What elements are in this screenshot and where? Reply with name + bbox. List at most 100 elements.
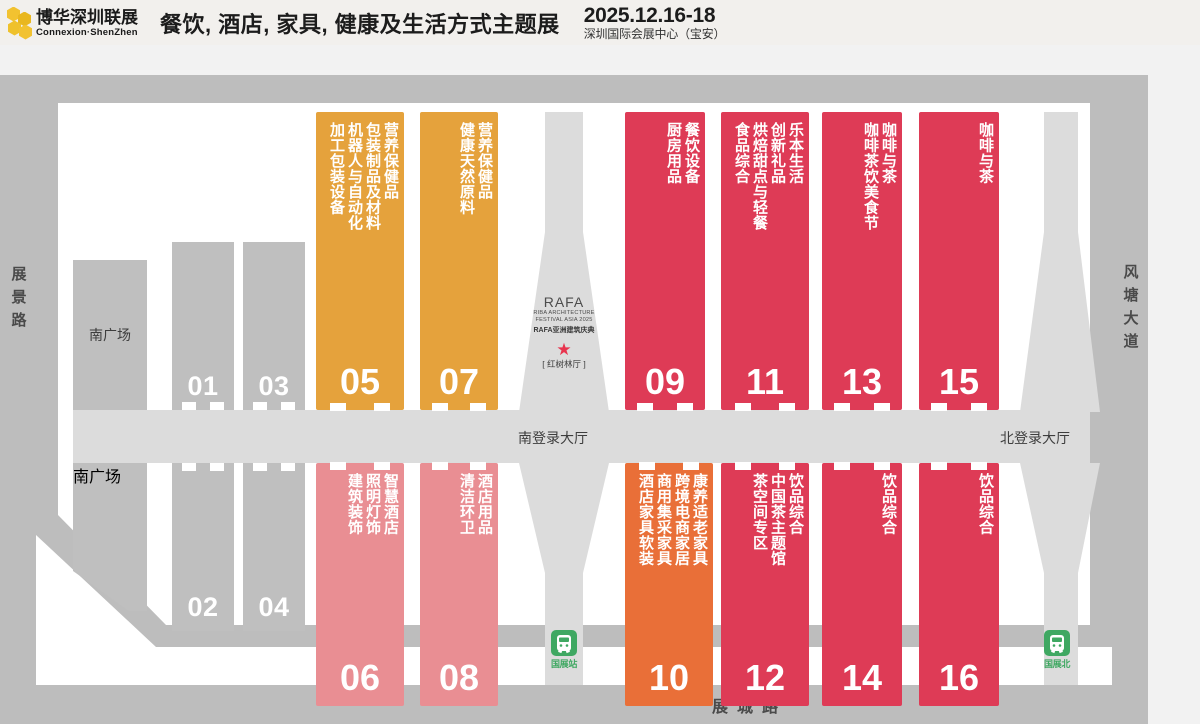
grey-hall-01[interactable]: 01 [172, 242, 234, 411]
road-right-label: 风塘大道 [1121, 264, 1139, 356]
hall-05-tags: 营养保健品 包装制品及材料 机器人与自动化 加工包装设备 [316, 122, 404, 350]
hall-05[interactable]: 营养保健品 包装制品及材料 机器人与自动化 加工包装设备 05 [316, 112, 404, 411]
event-info: 2025.12.16-18 深圳国际会展中心（宝安） [583, 3, 726, 41]
hall-05-tag-3: 加工包装设备 [328, 122, 345, 215]
hall-09[interactable]: 餐饮设备 厨房用品 09 [625, 112, 705, 411]
hall-14-tag-0: 饮品综合 [880, 473, 897, 535]
brand-logo[interactable]: 博华深圳联展 Connexion·ShenZhen [0, 6, 138, 40]
rafa-subtitle-line2: FESTIVAL ASIA 2025 [535, 317, 593, 323]
hall-09-tags: 餐饮设备 厨房用品 [625, 122, 705, 350]
metro-station-guozhan-label: 国展站 [550, 659, 578, 669]
hall-16-tags: 饮品综合 [919, 473, 999, 646]
plaza-south-upper-label: 南广场 [89, 327, 131, 343]
hall-13[interactable]: 咖啡与茶 咖啡茶饮美食节 13 [822, 112, 902, 411]
logo-english-name: Connexion·ShenZhen [36, 26, 138, 38]
hall-08-tags: 酒店用品 清洁环卫 [420, 473, 498, 646]
rafa-festival-marker[interactable]: RAFA RIBA ARCHITECTURE FESTIVAL ASIA 202… [519, 295, 609, 370]
event-date: 2025.12.16-18 [583, 3, 716, 27]
hall-12-number: 12 [744, 657, 786, 698]
grey-hall-03-number: 03 [258, 371, 290, 401]
hall-13-number: 13 [841, 361, 883, 402]
hall-07-tag-1: 健康天然原料 [458, 122, 475, 215]
north-lobby-label: 北登录大厅 [1000, 430, 1070, 446]
hall-11-number: 11 [745, 361, 785, 402]
road-right [1112, 75, 1148, 724]
hall-15[interactable]: 咖啡与茶 15 [919, 112, 999, 411]
hall-11-tag-3: 食品综合 [733, 122, 750, 184]
outer-margin-left [0, 45, 1200, 75]
hall-12-tags: 饮品综合 中国茶主题馆 茶空间专区 [721, 473, 809, 646]
road-bottom [0, 685, 1200, 724]
site-frame-right [1090, 85, 1112, 647]
hall-14-number: 14 [841, 657, 883, 698]
hall-09-tag-1: 厨房用品 [665, 122, 682, 184]
hall-07-number: 07 [438, 361, 480, 402]
metro-station-guozhanbei-label: 国展北 [1043, 659, 1071, 669]
hall-15-tags: 咖啡与茶 [919, 122, 999, 350]
hall-11-tag-2: 烘焙甜点与轻餐 [751, 122, 768, 231]
grey-hall-04[interactable]: 04 [243, 462, 305, 631]
hall-10-tag-1: 跨境电商家居 [673, 473, 690, 566]
hall-05-number: 05 [339, 361, 381, 402]
plaza-south-lower-label: 南广场 [73, 469, 122, 486]
event-venue: 深圳国际会展中心（宝安） [583, 26, 726, 41]
hall-05-tag-2: 机器人与自动化 [346, 122, 363, 231]
hall-06-tag-0: 智慧酒店 [382, 473, 399, 535]
hall-06-tag-1: 照明灯饰 [364, 473, 381, 535]
hall-12-tag-1: 中国茶主题馆 [769, 473, 786, 566]
floor-plan-map: 滨江大道 展城路 展景路 风塘大道 南广场 01 03 南广场 02 04 [0, 45, 1200, 724]
hall-07[interactable]: 营养保健品 健康天然原料 07 [420, 112, 498, 411]
hall-11-tag-1: 创新礼品 [769, 122, 786, 184]
hall-10[interactable]: 康养适老家具 跨境电商家居 商用集采家具 酒店家具软装 10 [625, 462, 713, 706]
train-icon [1044, 630, 1070, 656]
central-lobby-corridor [73, 410, 1090, 463]
hall-15-tag-0: 咖啡与茶 [977, 122, 994, 184]
page-title: 餐饮, 酒店, 家具, 健康及生活方式主题展 [160, 11, 560, 37]
site-frame-left [36, 85, 58, 525]
hall-06-tag-2: 建筑装饰 [346, 473, 363, 535]
hall-12-tag-0: 饮品综合 [787, 473, 804, 535]
hall-06-number: 06 [339, 657, 381, 698]
hall-07-tags: 营养保健品 健康天然原料 [420, 122, 498, 350]
grey-hall-01-number: 01 [187, 371, 219, 401]
star-icon: ★ [556, 340, 572, 359]
hall-15-number: 15 [938, 361, 980, 402]
page-header: 博华深圳联展 Connexion·ShenZhen 餐饮, 酒店, 家具, 健康… [0, 0, 1200, 45]
south-lobby-label: 南登录大厅 [518, 430, 588, 446]
plaza-south-upper: 南广场 [73, 260, 147, 410]
hall-14[interactable]: 饮品综合 14 [822, 462, 902, 706]
hall-11[interactable]: 乐本生活 创新礼品 烘焙甜点与轻餐 食品综合 11 [721, 112, 809, 411]
hall-16-tag-0: 饮品综合 [977, 473, 994, 535]
hall-10-tag-2: 商用集采家具 [655, 473, 672, 566]
grey-hall-02[interactable]: 02 [172, 462, 234, 631]
hall-08[interactable]: 酒店用品 清洁环卫 08 [420, 462, 498, 706]
train-icon [551, 630, 577, 656]
hall-14-tags: 饮品综合 [822, 473, 902, 646]
hall-13-tag-1: 咖啡茶饮美食节 [862, 122, 879, 231]
hall-11-tag-0: 乐本生活 [787, 122, 804, 184]
rafa-subtitle-line1: RIBA ARCHITECTURE [533, 310, 595, 316]
rafa-hall-name: [ 红树林厅 ] [542, 359, 586, 369]
metro-station-guozhan[interactable]: 国展站 [547, 630, 581, 670]
hall-10-tag-3: 酒店家具软装 [637, 473, 654, 566]
hall-09-tag-0: 餐饮设备 [683, 122, 700, 184]
hall-10-number: 10 [648, 657, 690, 698]
hall-05-tag-1: 包装制品及材料 [364, 122, 381, 231]
metro-station-guozhanbei[interactable]: 国展北 [1040, 630, 1074, 670]
grey-hall-02-number: 02 [187, 592, 219, 622]
grey-hall-04-number: 04 [258, 592, 290, 622]
hall-07-tag-0: 营养保健品 [476, 122, 493, 200]
hall-12[interactable]: 饮品综合 中国茶主题馆 茶空间专区 12 [721, 462, 809, 706]
hall-06[interactable]: 智慧酒店 照明灯饰 建筑装饰 06 [316, 462, 404, 706]
hall-13-tag-0: 咖啡与茶 [880, 122, 897, 184]
grey-hall-03[interactable]: 03 [243, 242, 305, 411]
hall-05-tag-0: 营养保健品 [382, 122, 399, 200]
hall-09-number: 09 [644, 361, 686, 402]
road-left-label: 展景路 [9, 265, 27, 335]
hexagon-cluster-logo-icon [6, 6, 32, 40]
outer-margin-right [1148, 75, 1200, 724]
hall-08-tag-0: 酒店用品 [476, 473, 493, 535]
rafa-title: RAFA [543, 294, 585, 310]
site-frame-top [36, 85, 1112, 103]
hall-16[interactable]: 饮品综合 16 [919, 462, 999, 706]
